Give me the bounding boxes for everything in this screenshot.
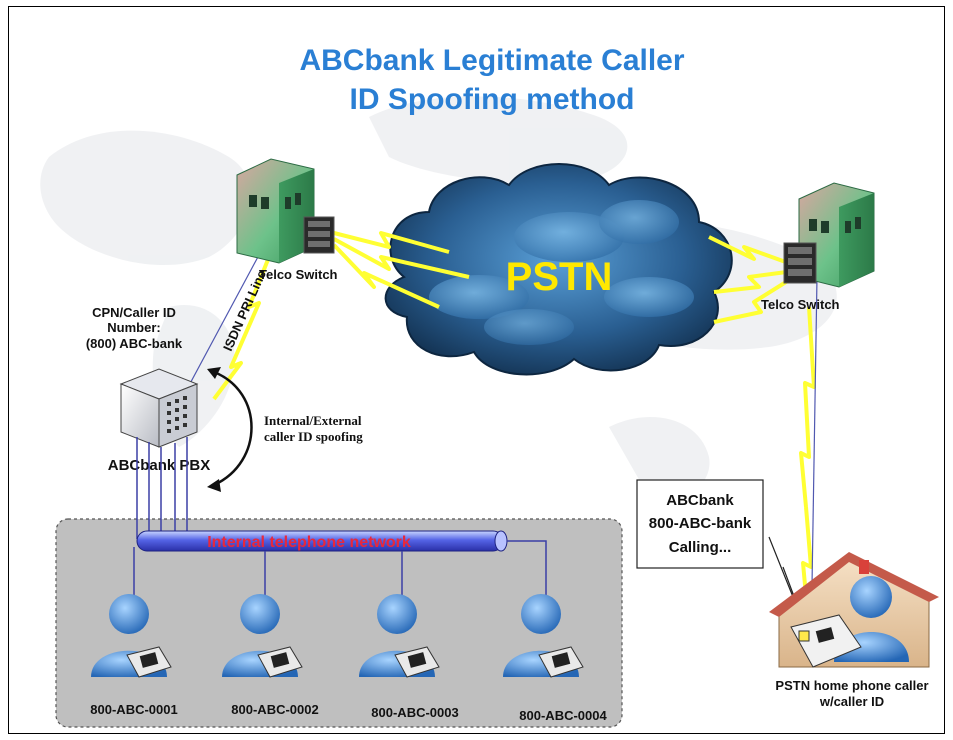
- extension-label-2: 800-ABC-0002: [231, 702, 318, 717]
- pbx-label: ABCbank PBX: [108, 457, 211, 474]
- internal-network-pipe: Internal telephone network: [136, 530, 508, 552]
- pstn-label: PSTN: [506, 255, 613, 299]
- person-2: [222, 594, 303, 678]
- home-label-line-1: PSTN home phone caller: [775, 678, 928, 693]
- telco-switch-left: Telco Switch: [236, 158, 338, 282]
- extension-label-4: 800-ABC-0004: [519, 708, 607, 723]
- home-label-line-2: w/caller ID: [819, 694, 884, 709]
- diagram-canvas: ABCbank Legitimate Caller ID Spoofing me…: [40, 44, 939, 728]
- internal-network-label: Internal telephone network: [207, 534, 411, 551]
- pbx-wires: [136, 437, 188, 539]
- diagram-frame: ABCbank Legitimate Caller ID Spoofing me…: [8, 6, 945, 734]
- telco-switch-right: Telco Switch: [761, 182, 875, 312]
- spoofing-arrow: [207, 367, 253, 492]
- pbx-device: ABCbank PBX: [108, 368, 211, 474]
- title-line-1: ABCbank Legitimate Caller: [299, 44, 684, 77]
- spoofing-label-line-1: Internal/External: [264, 413, 362, 428]
- callout-line-2: 800-ABC-bank: [649, 515, 752, 532]
- cpn-label-line-2: Number:: [107, 320, 160, 335]
- extension-label-3: 800-ABC-0003: [371, 705, 458, 720]
- home-with-caller: [769, 552, 939, 668]
- cpn-label-line-3: (800) ABC-bank: [86, 336, 183, 351]
- callout-line-3: Calling...: [669, 539, 732, 556]
- pstn-cloud: PSTN: [384, 163, 733, 376]
- internal-network-box: [55, 518, 623, 728]
- extension-label-1: 800-ABC-0001: [90, 702, 177, 717]
- telco-switch-left-label: Telco Switch: [259, 267, 338, 282]
- callout-line-1: ABCbank: [666, 492, 734, 509]
- person-1: [91, 594, 172, 678]
- cpn-label-line-1: CPN/Caller ID: [92, 305, 176, 320]
- spoofing-label-line-2: caller ID spoofing: [264, 429, 363, 444]
- person-4: [503, 594, 584, 678]
- telco-switch-right-label: Telco Switch: [761, 297, 840, 312]
- title-line-2: ID Spoofing method: [350, 83, 635, 116]
- person-3: [359, 594, 440, 678]
